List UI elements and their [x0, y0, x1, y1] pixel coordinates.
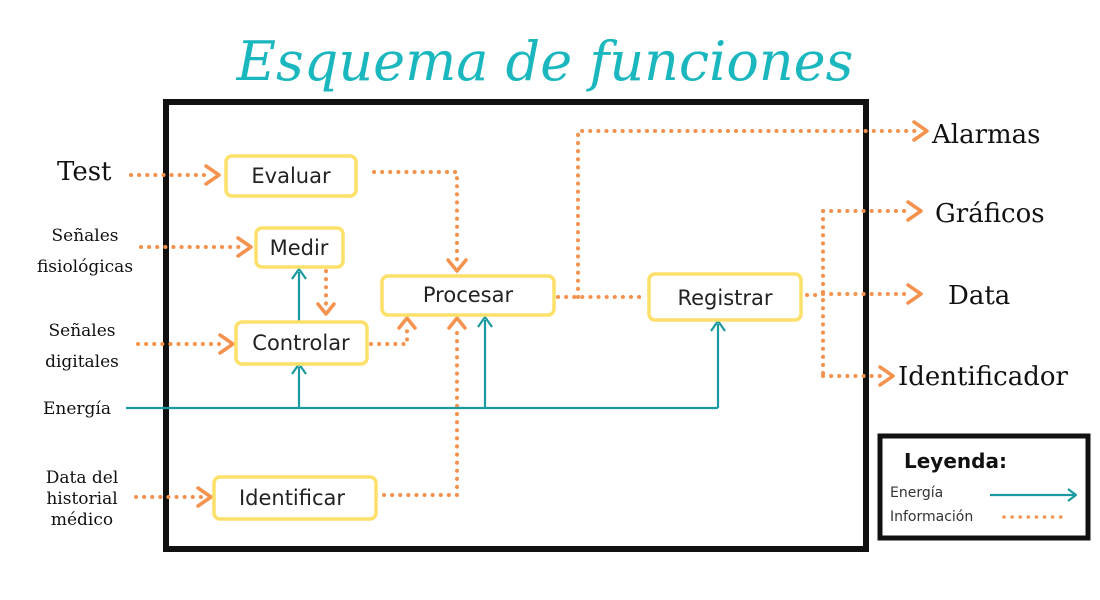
- input-digital-label-2: digitales: [45, 352, 119, 372]
- controlar-label: Controlar: [252, 331, 350, 355]
- input-fisio-label-2: fisiológicas: [37, 257, 133, 277]
- arrowhead-data: [906, 283, 923, 305]
- function-box-evaluar: Evaluar: [224, 154, 358, 198]
- input-historial-label-1: Data del: [46, 468, 119, 488]
- arrowhead-alarmas: [912, 120, 929, 142]
- arrowhead-historial-identificar: [196, 486, 213, 508]
- input-historial-label-2: historial: [46, 489, 117, 509]
- arrowhead-energy-procesar: [477, 315, 493, 328]
- arrowhead-energy-medir: [291, 267, 307, 280]
- arrowhead-graficos: [906, 200, 923, 222]
- input-historial-label-3: médico: [51, 510, 113, 530]
- arrowhead-identificar-procesar: [447, 316, 467, 330]
- output-alarmas-label: Alarmas: [931, 120, 1041, 150]
- legend-informacion-label: Información: [890, 509, 973, 525]
- input-test-label: Test: [57, 157, 112, 187]
- evaluar-label: Evaluar: [251, 164, 331, 188]
- arrowhead-digital-controlar: [218, 333, 235, 355]
- function-box-procesar: Procesar: [380, 274, 556, 317]
- flow-procesar-alarmas: [576, 129, 920, 299]
- arrowhead-controlar-procesar: [397, 316, 417, 330]
- arrowhead-evaluar-procesar: [446, 258, 468, 273]
- system-boundary: [163, 99, 869, 552]
- flow-identificar-procesar: [382, 324, 459, 497]
- function-box-controlar: Controlar: [234, 320, 369, 366]
- input-digital-label-1: Señales: [48, 321, 115, 341]
- function-box-identificar: Identificar: [212, 475, 378, 521]
- legend: Leyenda: Energía Información: [877, 433, 1091, 541]
- function-box-medir: Medir: [254, 226, 345, 269]
- information-flows: [129, 120, 929, 508]
- legend-title: Leyenda:: [904, 449, 1007, 473]
- arrowhead-test-evaluar: [204, 164, 221, 186]
- output-identificador-label: Identificador: [898, 362, 1069, 392]
- diagram-title: Esquema de funciones: [236, 30, 854, 93]
- medir-label: Medir: [270, 236, 329, 260]
- legend-energia-arrowhead: [1067, 488, 1078, 502]
- input-energia-label: Energía: [43, 399, 111, 419]
- flow-evaluar-procesar: [372, 170, 459, 264]
- identificar-label: Identificar: [239, 486, 345, 510]
- flow-controlar-procesar: [369, 324, 409, 346]
- legend-frame: [877, 433, 1091, 541]
- arrowhead-fisio-medir: [236, 236, 253, 258]
- input-fisio-label-1: Señales: [51, 226, 118, 246]
- registrar-label: Registrar: [677, 286, 772, 310]
- output-graficos-label: Gráficos: [935, 199, 1045, 229]
- output-data-label: Data: [948, 281, 1010, 311]
- function-box-registrar: Registrar: [647, 272, 803, 322]
- procesar-label: Procesar: [423, 283, 514, 307]
- legend-energia-label: Energía: [890, 485, 943, 501]
- arrowhead-identificador: [878, 365, 895, 387]
- arrowhead-medir-controlar: [316, 302, 336, 316]
